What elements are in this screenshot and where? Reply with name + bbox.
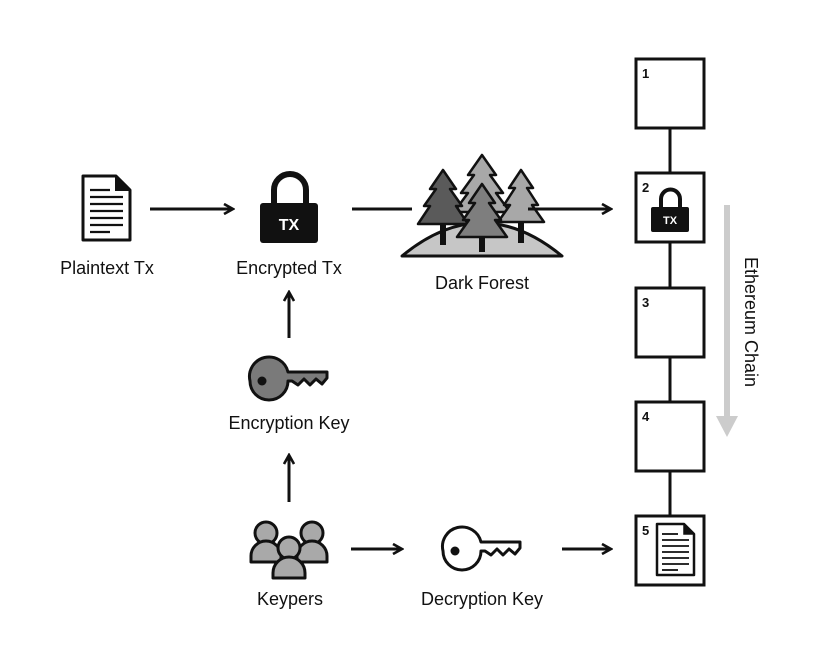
chain-direction-arrow: [716, 205, 738, 437]
encryption-key-label: Encryption Key: [228, 413, 349, 433]
block-5: 5: [634, 514, 706, 587]
block-number: 1: [642, 66, 649, 81]
document-icon: [81, 174, 132, 242]
block-number: 5: [642, 523, 649, 538]
block-2: 2 TX: [634, 171, 706, 244]
block-number: 2: [642, 180, 649, 195]
ethereum-chain-label: Ethereum Chain: [741, 257, 761, 387]
plaintext-tx-label: Plaintext Tx: [60, 258, 154, 278]
keypers-icon: [249, 520, 329, 580]
block-4: 4: [634, 400, 706, 473]
block-1: 1: [634, 57, 706, 130]
decryption-key-label: Decryption Key: [421, 589, 543, 609]
lock-icon: TX: [260, 171, 318, 243]
lock-tx-text: TX: [663, 215, 678, 227]
dark-forest-label: Dark Forest: [435, 273, 529, 293]
lock-tx-text: TX: [279, 217, 300, 234]
document-icon: [655, 522, 696, 577]
encrypted-tx-label: Encrypted Tx: [236, 258, 342, 278]
dark-forest-icon: [400, 153, 564, 258]
decryption-key-icon: [440, 525, 522, 572]
block-number: 4: [642, 409, 650, 424]
lock-icon: TX: [651, 187, 689, 232]
encryption-key-icon: [247, 355, 329, 402]
keypers-label: Keypers: [257, 589, 323, 609]
block-3: 3: [634, 286, 706, 359]
block-number: 3: [642, 295, 649, 310]
